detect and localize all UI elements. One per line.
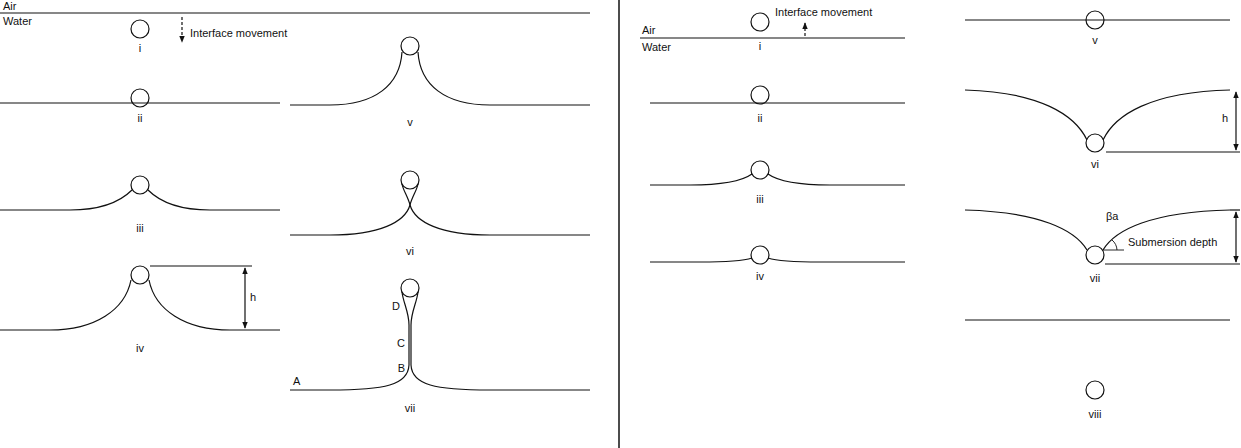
- stage-label: ii: [138, 112, 143, 125]
- stage-label: iv: [756, 270, 764, 283]
- stage-label: vii: [1090, 272, 1100, 285]
- stage-label: D: [392, 300, 400, 313]
- stage-label: v: [1092, 34, 1098, 47]
- medium-label: Air: [642, 24, 655, 37]
- stage-label: iv: [136, 342, 144, 355]
- stage-label: h: [250, 291, 256, 304]
- stage-label: iii: [756, 193, 763, 206]
- stage-label: vi: [406, 245, 414, 258]
- stage-label: viii: [1089, 408, 1102, 421]
- stage-label: v: [407, 116, 413, 129]
- movement-label: Interface movement: [190, 27, 287, 40]
- stage-label: vii: [405, 402, 415, 415]
- stage-label: i: [139, 42, 141, 55]
- stage-label: ii: [758, 112, 763, 125]
- stage-label: h: [1222, 112, 1228, 125]
- movement-label: Interface movement: [775, 6, 872, 19]
- medium-label: Water: [642, 41, 671, 54]
- stage-label: B: [398, 362, 405, 375]
- stage-label: A: [293, 375, 300, 388]
- stage-label: i: [759, 40, 761, 53]
- medium-label: Air: [3, 0, 16, 13]
- stage-label: iii: [136, 222, 143, 235]
- stage-label: Submersion depth: [1128, 236, 1217, 249]
- stage-label: vi: [1091, 158, 1099, 171]
- medium-label: Water: [3, 15, 32, 28]
- stage-label: βa: [1106, 210, 1118, 223]
- stage-label: C: [397, 337, 405, 350]
